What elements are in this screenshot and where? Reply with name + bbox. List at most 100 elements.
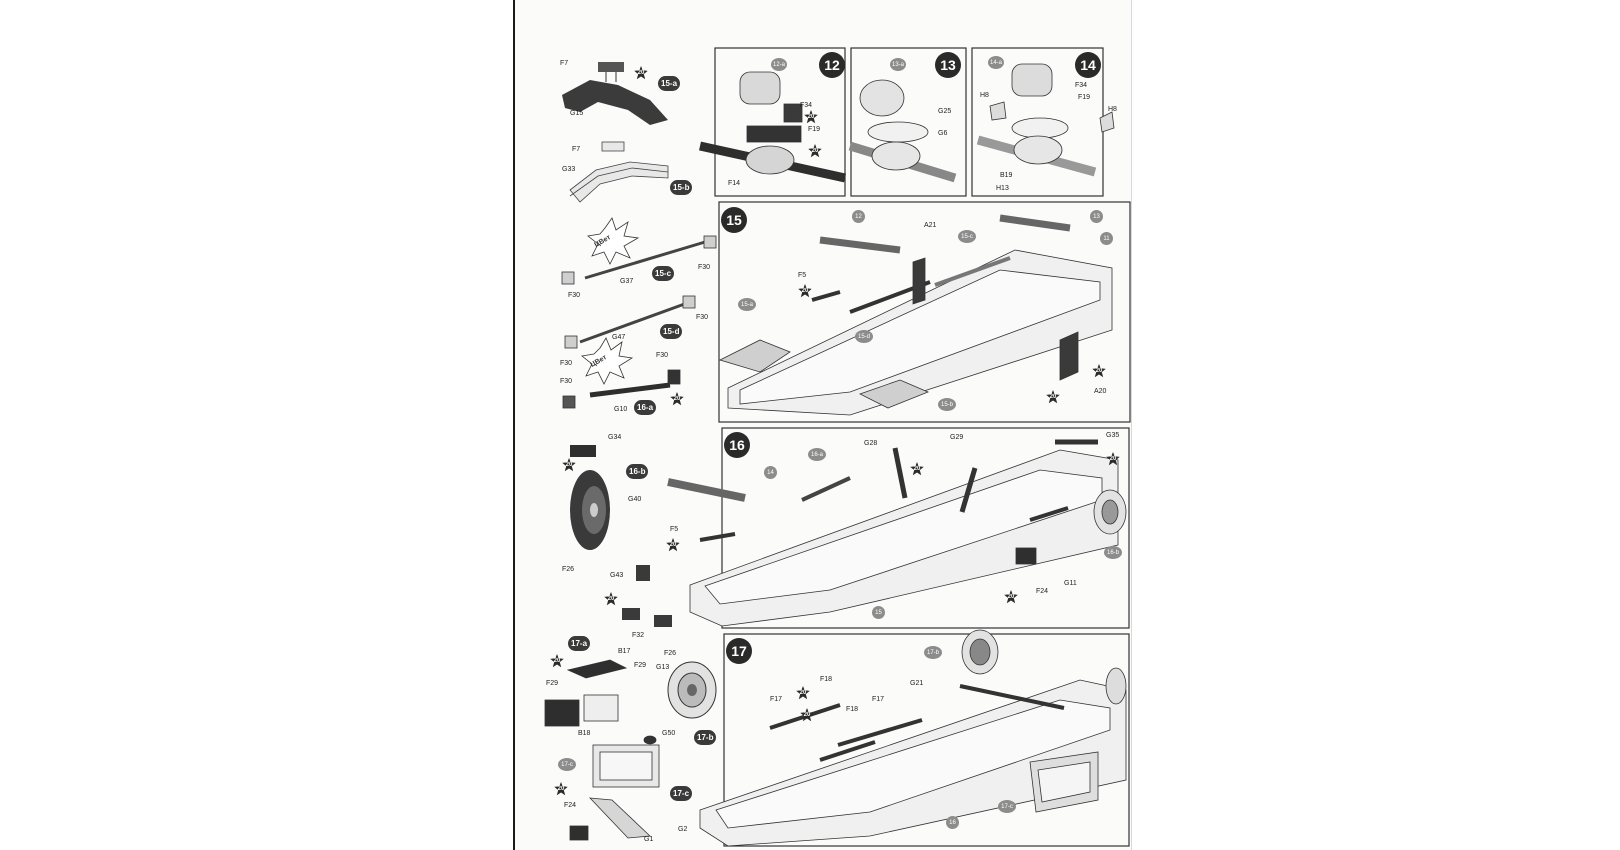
callout: G6 [938, 130, 948, 137]
parts-g43-f32 [622, 565, 672, 627]
step-13-badge: 13 [935, 52, 961, 78]
callout: 11 [1100, 232, 1113, 245]
callout: G35 [1106, 432, 1120, 439]
warning-bursts [581, 217, 640, 385]
subassembly-tag: 17-b [694, 730, 717, 745]
part-label: G43 [610, 572, 624, 579]
callout: 16-b [1104, 546, 1122, 559]
callout: F19 [1078, 94, 1091, 101]
callout: F5 [670, 526, 679, 533]
part-label: G47 [612, 334, 626, 341]
brackets-f30 [561, 235, 717, 409]
part-label: F24 [564, 802, 577, 809]
axle-step14 [976, 63, 1115, 177]
callout: 12-a [771, 58, 787, 71]
part-label: G15 [570, 110, 584, 117]
subassembly-tag: 16-a [634, 400, 657, 415]
fuel-tank-17c [569, 735, 660, 841]
part-label: G2 [678, 826, 688, 833]
axle-step12 [699, 71, 846, 183]
part-label: G50 [662, 730, 676, 737]
step-16-badge: 16 [724, 432, 750, 458]
callout: B19 [1000, 172, 1013, 179]
callout: G21 [910, 680, 924, 687]
subassembly-tag: 17-c [670, 786, 693, 801]
callout: G29 [950, 434, 964, 441]
subassembly-tag: 16-b [626, 464, 649, 479]
brake-drum-16b [570, 445, 610, 550]
part-label: F26 [562, 566, 575, 573]
page-right-edge [1131, 0, 1132, 850]
part-label: F30 [560, 378, 573, 385]
callout: 15-a [738, 298, 756, 311]
step-17-frame [723, 633, 1130, 847]
subassembly-tag: 15-a [658, 76, 681, 91]
callout: F34 [800, 102, 813, 109]
callout: 14-a [988, 56, 1004, 69]
subassembly-tag: 15-d [660, 324, 683, 339]
leaf-spring-15a [562, 62, 668, 125]
part-label: F30 [698, 264, 711, 271]
callout: 13 [1090, 210, 1103, 223]
leaf-spring-15b [569, 141, 669, 203]
part-label: G13 [656, 664, 670, 671]
part-label: G33 [562, 166, 576, 173]
step-15-frame [718, 201, 1131, 423]
callout: 16 [946, 816, 959, 829]
callout: 15-c [958, 230, 976, 243]
wheel-17b [667, 661, 717, 719]
battery-box-17a [544, 659, 628, 727]
callout: F19 [808, 126, 821, 133]
callout: H13 [996, 185, 1009, 192]
part-label: F30 [560, 360, 573, 367]
part-label: B18 [578, 730, 591, 737]
chassis-step17 [699, 629, 1127, 847]
callout: G28 [864, 440, 878, 447]
rods-15c-15d [579, 240, 706, 398]
step-17-badge: 17 [726, 638, 752, 664]
callout: 17-c [998, 800, 1016, 813]
part-label: F29 [634, 662, 647, 669]
callout: G25 [938, 108, 952, 115]
step-14-badge: 14 [1075, 52, 1101, 78]
subassembly-tag: 15-b [670, 180, 693, 195]
callout: F17 [872, 696, 885, 703]
callout: F18 [846, 706, 859, 713]
part-label: F29 [546, 680, 559, 687]
page-left-edge [513, 0, 516, 850]
callout: F5 [798, 272, 807, 279]
part-label: F30 [568, 292, 581, 299]
callout: 16-a [808, 448, 826, 461]
callout: 17-b [924, 646, 942, 659]
callout: A21 [924, 222, 937, 229]
callout: F34 [1075, 82, 1088, 89]
callout: 17-c [558, 758, 576, 771]
step-16-frame [721, 427, 1130, 629]
subassembly-tag: 15-c [652, 266, 675, 281]
callout: F17 [770, 696, 783, 703]
chassis-step16 [667, 439, 1127, 627]
part-label: F7 [572, 146, 581, 153]
part-label: F30 [696, 314, 709, 321]
callout: H8 [980, 92, 989, 99]
part-label: G34 [608, 434, 622, 441]
step-12-frame [714, 47, 846, 197]
part-label: F7 [560, 60, 569, 67]
part-label: G40 [628, 496, 642, 503]
part-label: G10 [614, 406, 628, 413]
step-13-frame [850, 47, 967, 197]
subassembly-tag: 17-a [568, 636, 591, 651]
callout: F18 [820, 676, 833, 683]
part-label: F26 [664, 650, 677, 657]
callout: F24 [1036, 588, 1049, 595]
callout: 13-a [890, 58, 906, 71]
step-12-badge: 12 [819, 52, 845, 78]
callout: 15-d [855, 330, 873, 343]
callout: 15-b [938, 398, 956, 411]
callout: 15 [872, 606, 885, 619]
chassis-step15 [718, 214, 1113, 416]
callout: H8 [1108, 106, 1117, 113]
step-15-badge: 15 [721, 207, 747, 233]
callout: G11 [1064, 580, 1077, 587]
